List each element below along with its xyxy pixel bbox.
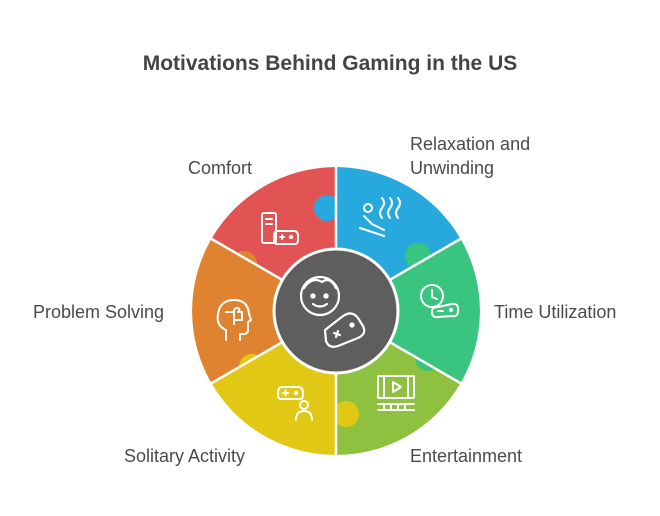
- knob-time-into-entertainment: [415, 345, 441, 371]
- gamer-face-controller-icon: [299, 275, 366, 348]
- label-line: Problem Solving: [33, 302, 165, 322]
- knob-solitary-into-entertainment: [333, 401, 359, 427]
- brain-puzzle-icon: [216, 299, 252, 341]
- label-problem: Problem Solving: [33, 300, 164, 324]
- knob-relaxation-into-comfort: [314, 195, 340, 221]
- diagram-title: Motivations Behind Gaming in the US: [142, 52, 518, 75]
- console-gamepad-icon: [261, 212, 299, 246]
- label-comfort: Comfort: [188, 156, 252, 180]
- label-entertainment: Entertainment: [410, 444, 522, 468]
- knob-solitary-into-problem: [239, 354, 265, 380]
- segment-problem: [192, 239, 336, 383]
- knob-time-into-relaxation: [405, 243, 431, 269]
- label-solitary: Solitary Activity: [124, 444, 245, 468]
- relaxing-person-icon: [359, 197, 401, 237]
- label-line: Solitary Activity: [124, 446, 246, 466]
- label-line: Unwinding: [410, 158, 495, 178]
- knob-problem-into-comfort: [231, 251, 257, 277]
- segment-time: [336, 239, 480, 383]
- center-hub: [272, 247, 400, 375]
- movie-theater-icon: [377, 375, 415, 411]
- person-gamepad-icon: [277, 386, 313, 421]
- label-line: Entertainment: [410, 446, 523, 466]
- clock-gamepad-icon: [420, 284, 459, 319]
- label-time: Time Utilization: [494, 300, 616, 324]
- label-line: Relaxation and: [410, 134, 531, 154]
- label-line: Comfort: [188, 158, 253, 178]
- label-line: Time Utilization: [494, 302, 617, 322]
